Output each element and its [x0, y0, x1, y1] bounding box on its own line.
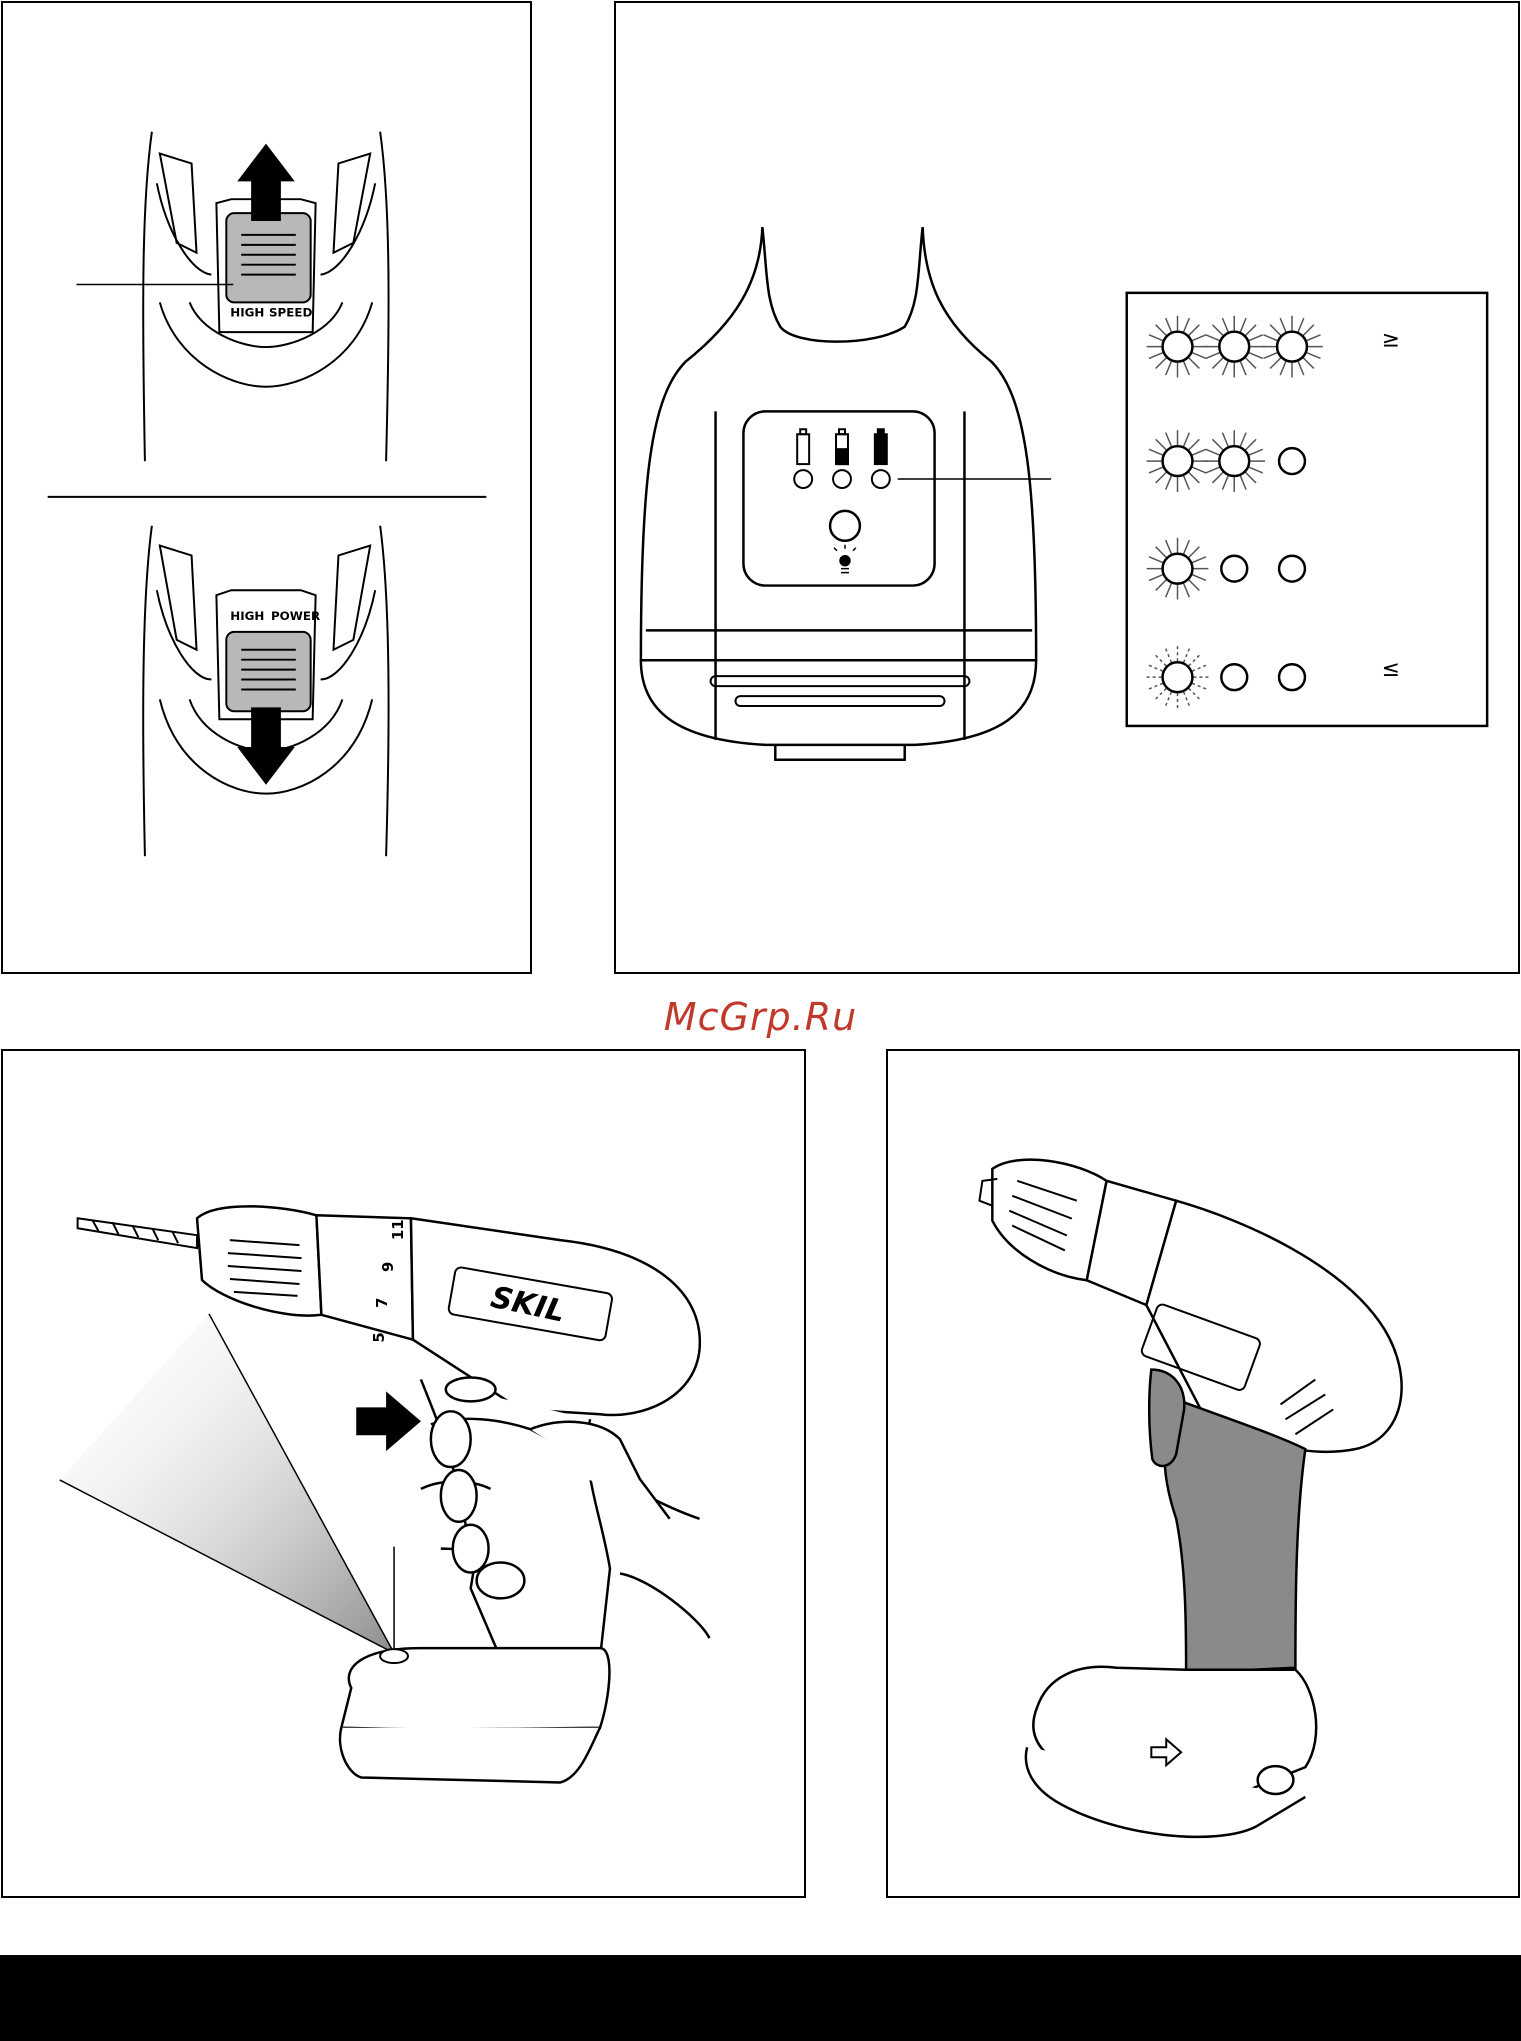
switch-upper — [226, 213, 310, 302]
drill-lamp-illustration: 5 7 9 11 SKIL — [3, 1051, 804, 1896]
charger-led-row — [794, 470, 890, 488]
legend-led-grid — [1147, 316, 1323, 708]
legend-led-off — [1221, 664, 1247, 690]
lamp-icon — [834, 545, 856, 573]
drill-bit — [78, 1218, 197, 1248]
drill-battery-panel — [886, 1049, 1520, 1898]
torque-number: 11 — [389, 1219, 407, 1240]
charger-panel: ≥ ≤ — [614, 1, 1520, 974]
speed-switch-illustration: HIGH SPEED HIGH POWER — [3, 3, 530, 972]
legend-symbol-full: ≥ — [1382, 328, 1400, 353]
arrow-right-icon — [356, 1391, 421, 1451]
legend-led-flashing — [1203, 316, 1265, 378]
charger-button — [830, 511, 860, 541]
legend-led-blinking — [1147, 646, 1209, 708]
legend-led-off — [1221, 556, 1247, 582]
switch-label-speed: SPEED — [269, 305, 313, 319]
torque-number: 7 — [373, 1297, 391, 1307]
arrow-up-icon — [237, 144, 295, 221]
watermark: McGrp.Ru — [0, 995, 1521, 1039]
speed-switch-panel: HIGH SPEED HIGH POWER — [1, 1, 532, 974]
legend-led-off — [1279, 448, 1305, 474]
torque-number: 9 — [379, 1262, 397, 1272]
switch-label-high: HIGH — [230, 305, 264, 319]
legend-symbol-low: ≤ — [1382, 657, 1400, 682]
footer-bar — [0, 1955, 1521, 2041]
legend-led-off — [1279, 556, 1305, 582]
drill-lamp-panel: 5 7 9 11 SKIL — [1, 1049, 806, 1898]
legend-led-flashing — [1147, 316, 1209, 378]
legend-led-flashing — [1147, 430, 1209, 492]
battery-release-button — [1258, 1766, 1294, 1794]
switch-label-high-lower: HIGH — [230, 609, 264, 623]
battery-icon — [797, 429, 887, 464]
vent-slots — [711, 676, 970, 706]
lamp-icon — [380, 1649, 408, 1663]
switch-lower — [226, 632, 310, 711]
drill-battery-illustration — [888, 1051, 1518, 1896]
charger-body — [641, 227, 1036, 760]
legend-led-off — [1279, 664, 1305, 690]
light-beam — [60, 1314, 394, 1653]
legend-led-flashing — [1261, 316, 1323, 378]
switch-label-power: POWER — [271, 609, 320, 623]
charger-display — [743, 411, 934, 585]
legend-led-flashing — [1147, 538, 1209, 600]
torque-number: 5 — [370, 1332, 388, 1342]
charger-illustration: ≥ ≤ — [616, 3, 1518, 972]
grip — [1165, 1399, 1306, 1672]
legend-led-flashing — [1203, 430, 1265, 492]
